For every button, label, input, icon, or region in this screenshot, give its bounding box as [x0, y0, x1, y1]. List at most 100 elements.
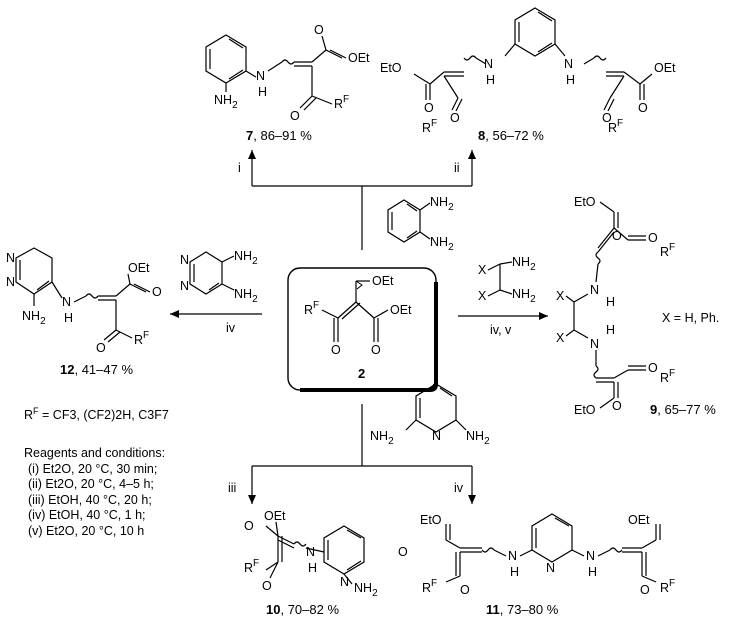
- atom-label: X: [478, 289, 487, 303]
- atom-label: RF: [304, 300, 319, 317]
- diamine-reagent: [487, 261, 513, 297]
- atom-label: O: [612, 229, 622, 243]
- atom-label: EtO: [420, 513, 442, 527]
- atom-label: N: [484, 57, 493, 71]
- atom-label: O: [424, 101, 434, 115]
- reagents-conditions: Reagents and conditions: (i) Et2O, 20 °C…: [24, 446, 165, 539]
- compound-11-label: 11, 73–80 %: [486, 602, 559, 617]
- compound-10-structure: [265, 521, 365, 585]
- atom-label: RF: [660, 242, 675, 259]
- arrow-down-branch: [248, 404, 476, 504]
- atom-label: N: [432, 429, 441, 443]
- compound-2-structure: [321, 280, 389, 342]
- arrow-label-iv-left: iv: [226, 321, 236, 335]
- atom-label: OEt: [264, 509, 286, 523]
- atom-label: N: [586, 549, 595, 563]
- atom-label: H: [510, 565, 519, 579]
- atom-label: NH2: [512, 287, 536, 305]
- compound-12-label: 12, 41–47 %: [60, 362, 133, 377]
- atom-label: RF: [660, 368, 675, 385]
- condition-item: (i) Et2O, 20 °C, 30 min;: [28, 461, 158, 476]
- atom-label: N: [256, 69, 265, 83]
- arrow-label-ii: ii: [454, 161, 460, 175]
- atom-label: RF: [244, 558, 259, 575]
- atom-label: N: [6, 275, 15, 289]
- condition-item: (v) Et2O, 20 °C, 10 h: [28, 523, 145, 538]
- atom-label: O: [450, 111, 460, 125]
- arrow-label-iv: iv: [454, 481, 464, 495]
- atom-label: O: [371, 343, 381, 357]
- atom-label: NH2: [512, 255, 536, 273]
- atom-label: OEt: [128, 261, 150, 275]
- atom-label: O: [398, 545, 408, 559]
- atom-label: RF: [422, 578, 437, 595]
- phenylenediamine-reagent: [387, 199, 431, 243]
- compound-7-structure: [205, 34, 347, 111]
- condition-item: (iii) EtOH, 40 °C, 20 h;: [28, 492, 152, 507]
- atom-label: OEt: [654, 61, 676, 75]
- atom-label: NH2: [234, 287, 258, 305]
- arrow-label-iv-v: iv, v: [490, 323, 512, 337]
- rf-definition: RF = CF3, (CF2)2H, C3F7: [24, 404, 169, 424]
- diaminopyrimidine-reagent: [189, 251, 235, 295]
- diaminopyridine-reagent: [405, 383, 467, 433]
- atom-label: OEt: [390, 303, 412, 317]
- atom-label: EtO: [380, 61, 402, 75]
- x-note: X = H, Ph.: [662, 311, 719, 325]
- compound-7-label: 7, 86–91 %: [246, 128, 312, 143]
- compound-11-structure: [445, 513, 661, 583]
- atom-label: O: [638, 101, 648, 115]
- atom-label: O: [648, 231, 658, 245]
- atom-label: NH2: [22, 309, 46, 327]
- atom-label: O: [314, 23, 324, 37]
- atom-label: NH2: [466, 429, 490, 447]
- atom-label: N: [546, 561, 555, 575]
- compound-9-label: 9, 65–77 %: [650, 402, 716, 417]
- atom-label: N: [180, 279, 189, 293]
- atom-label: N: [180, 253, 189, 267]
- atom-label: EtO: [574, 403, 596, 417]
- atom-label: H: [606, 295, 615, 309]
- atom-label: N: [564, 57, 573, 71]
- atom-label: O: [331, 343, 341, 357]
- compound-12-structure: [15, 247, 151, 343]
- atom-label: N: [62, 295, 71, 309]
- atom-label: H: [606, 323, 615, 337]
- condition-item: (ii) Et2O, 20 °C, 4–5 h;: [28, 477, 154, 491]
- atom-label: X: [556, 331, 565, 345]
- atom-label: X: [556, 289, 565, 303]
- atom-label: NH2: [234, 249, 258, 267]
- atom-label: NH2: [430, 195, 454, 213]
- atom-label: O: [602, 111, 612, 125]
- atom-label: H: [486, 73, 495, 87]
- condition-item: (iv) EtOH, 40 °C, 1 h;: [28, 508, 146, 522]
- atom-label: O: [460, 583, 470, 597]
- atom-label: RF: [134, 330, 149, 347]
- compound-8-label: 8, 56–72 %: [478, 128, 544, 143]
- atom-label: O: [96, 341, 106, 355]
- compound-9-structure: [565, 201, 646, 409]
- arrow-label-i: i: [238, 161, 241, 175]
- conditions-title: Reagents and conditions:: [24, 446, 166, 460]
- atom-label: H: [566, 73, 575, 87]
- arrow-up-branch: [248, 150, 476, 250]
- atom-label: NH2: [430, 235, 454, 253]
- compound-10-label: 10, 70–82 %: [266, 602, 339, 617]
- compound-8-structure: [413, 7, 653, 112]
- atom-label: OEt: [628, 513, 650, 527]
- atom-label: EtO: [574, 195, 596, 209]
- atom-label: OEt: [372, 274, 394, 288]
- atom-label: O: [640, 583, 650, 597]
- atom-label: H: [258, 85, 267, 99]
- atom-label: RF: [422, 118, 437, 135]
- atom-label: X: [478, 263, 487, 277]
- atom-label: N: [590, 283, 599, 297]
- atom-label: N: [6, 251, 15, 265]
- atom-label: NH2: [354, 581, 378, 599]
- atom-label: O: [612, 399, 622, 413]
- atom-label: O: [290, 109, 300, 123]
- atom-label: H: [308, 561, 317, 575]
- rf-definition-text: RF = CF3, (CF2)2H, C3F7: [24, 406, 169, 423]
- atom-label: RF: [608, 118, 623, 135]
